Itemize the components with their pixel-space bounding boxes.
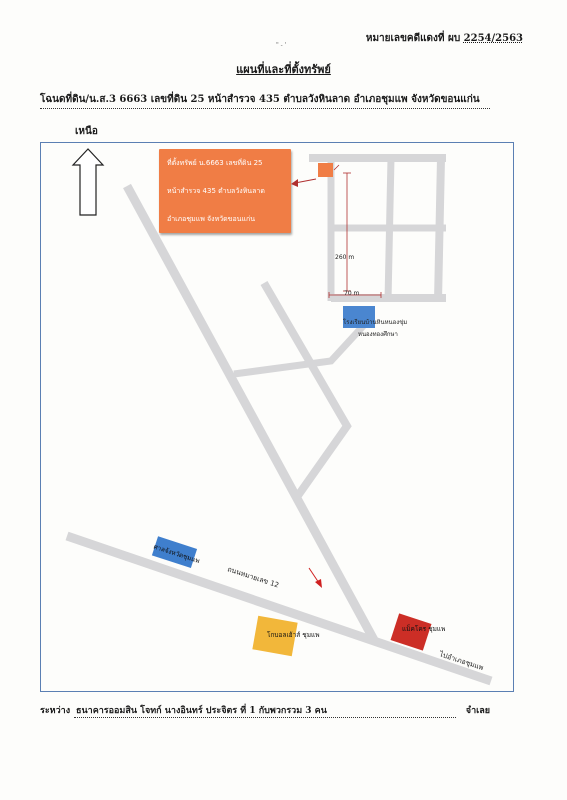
office-landmark: โกบอลเฮ้าส์ ชุมแพ [252, 615, 319, 657]
property-callout: ที่ตั้งทรัพย์ น.6663 เลขที่ดิน 25 หน้าสำ… [159, 149, 291, 233]
property-pointer-line [333, 164, 340, 171]
office-label: โกบอลเฮ้าส์ ชุมแพ [267, 631, 319, 639]
distance-vertical-marker [343, 172, 351, 292]
school-label-line2: หนองทองศึกษา [358, 331, 398, 338]
property-callout-line2: หน้าสำรวจ 435 ตำบลวังหินลาด [167, 187, 265, 195]
red-arrow-icon [308, 567, 322, 588]
page-title: แผนที่และที่ตั้งทรัพย์ [236, 63, 331, 76]
property-callout-line1: ที่ตั้งทรัพย์ น.6663 เลขที่ดิน 25 [167, 156, 263, 167]
grid-road-v2 [384, 157, 395, 302]
defendant-label: จำเลย [465, 706, 490, 716]
case-number: หมายเลขคดีแดงที่ ผบ 2254/2563 [366, 31, 523, 46]
map-canvas: 260 m 70 m ที่ตั้งทรัพย์ น.6663 เลขที่ดิ… [65, 148, 493, 686]
case-number-label: หมายเลขคดีแดงที่ ผบ [365, 33, 461, 44]
deed-info: โฉนดที่ดิน/น.ส.3 6663 เลขที่ดิน 25 หน้าส… [40, 92, 490, 109]
diagonal-road-east [260, 280, 352, 500]
property-map: 260 m 70 m ที่ตั้งทรัพย์ น.6663 เลขที่ดิ… [40, 142, 514, 692]
school-landmark: โรงเรียนบ้านหินหนองขุ่ม หนองทองศึกษา [343, 306, 407, 338]
north-label: เหนือ [75, 126, 98, 137]
diagonal-road-main [123, 183, 378, 643]
road-network [65, 154, 493, 686]
store-landmark: แม็คโคร ชุมแพ [390, 613, 445, 651]
store-label: แม็คโคร ชุมแพ [402, 624, 445, 633]
stamp-mark: " - ' [276, 42, 287, 49]
callout-arrow-icon [291, 178, 317, 187]
between-label: ระหว่าง [40, 706, 71, 716]
highway-road [65, 531, 493, 686]
distance-horizontal-marker [328, 292, 382, 298]
highway-label: ถนนหมายเลข 12 [226, 565, 280, 589]
school-label-line1: โรงเรียนบ้านหินหนองขุ่ม [343, 318, 407, 326]
north-arrow-icon [71, 148, 105, 216]
connector-road [233, 321, 368, 378]
case-number-value: 2254/2563 [463, 33, 523, 44]
property-marker [318, 163, 333, 177]
distance-horizontal-label: 70 m [344, 290, 360, 297]
property-callout-line3: อำเภอชุมแพ จังหวัดขอนแก่น [167, 215, 255, 223]
parties-text: ธนาคารออมสิน โจทก์ นางอินทร์ ประจิตร ที่… [74, 703, 456, 718]
grid-road-v3 [434, 157, 445, 302]
distance-vertical-label: 260 m [335, 254, 354, 261]
